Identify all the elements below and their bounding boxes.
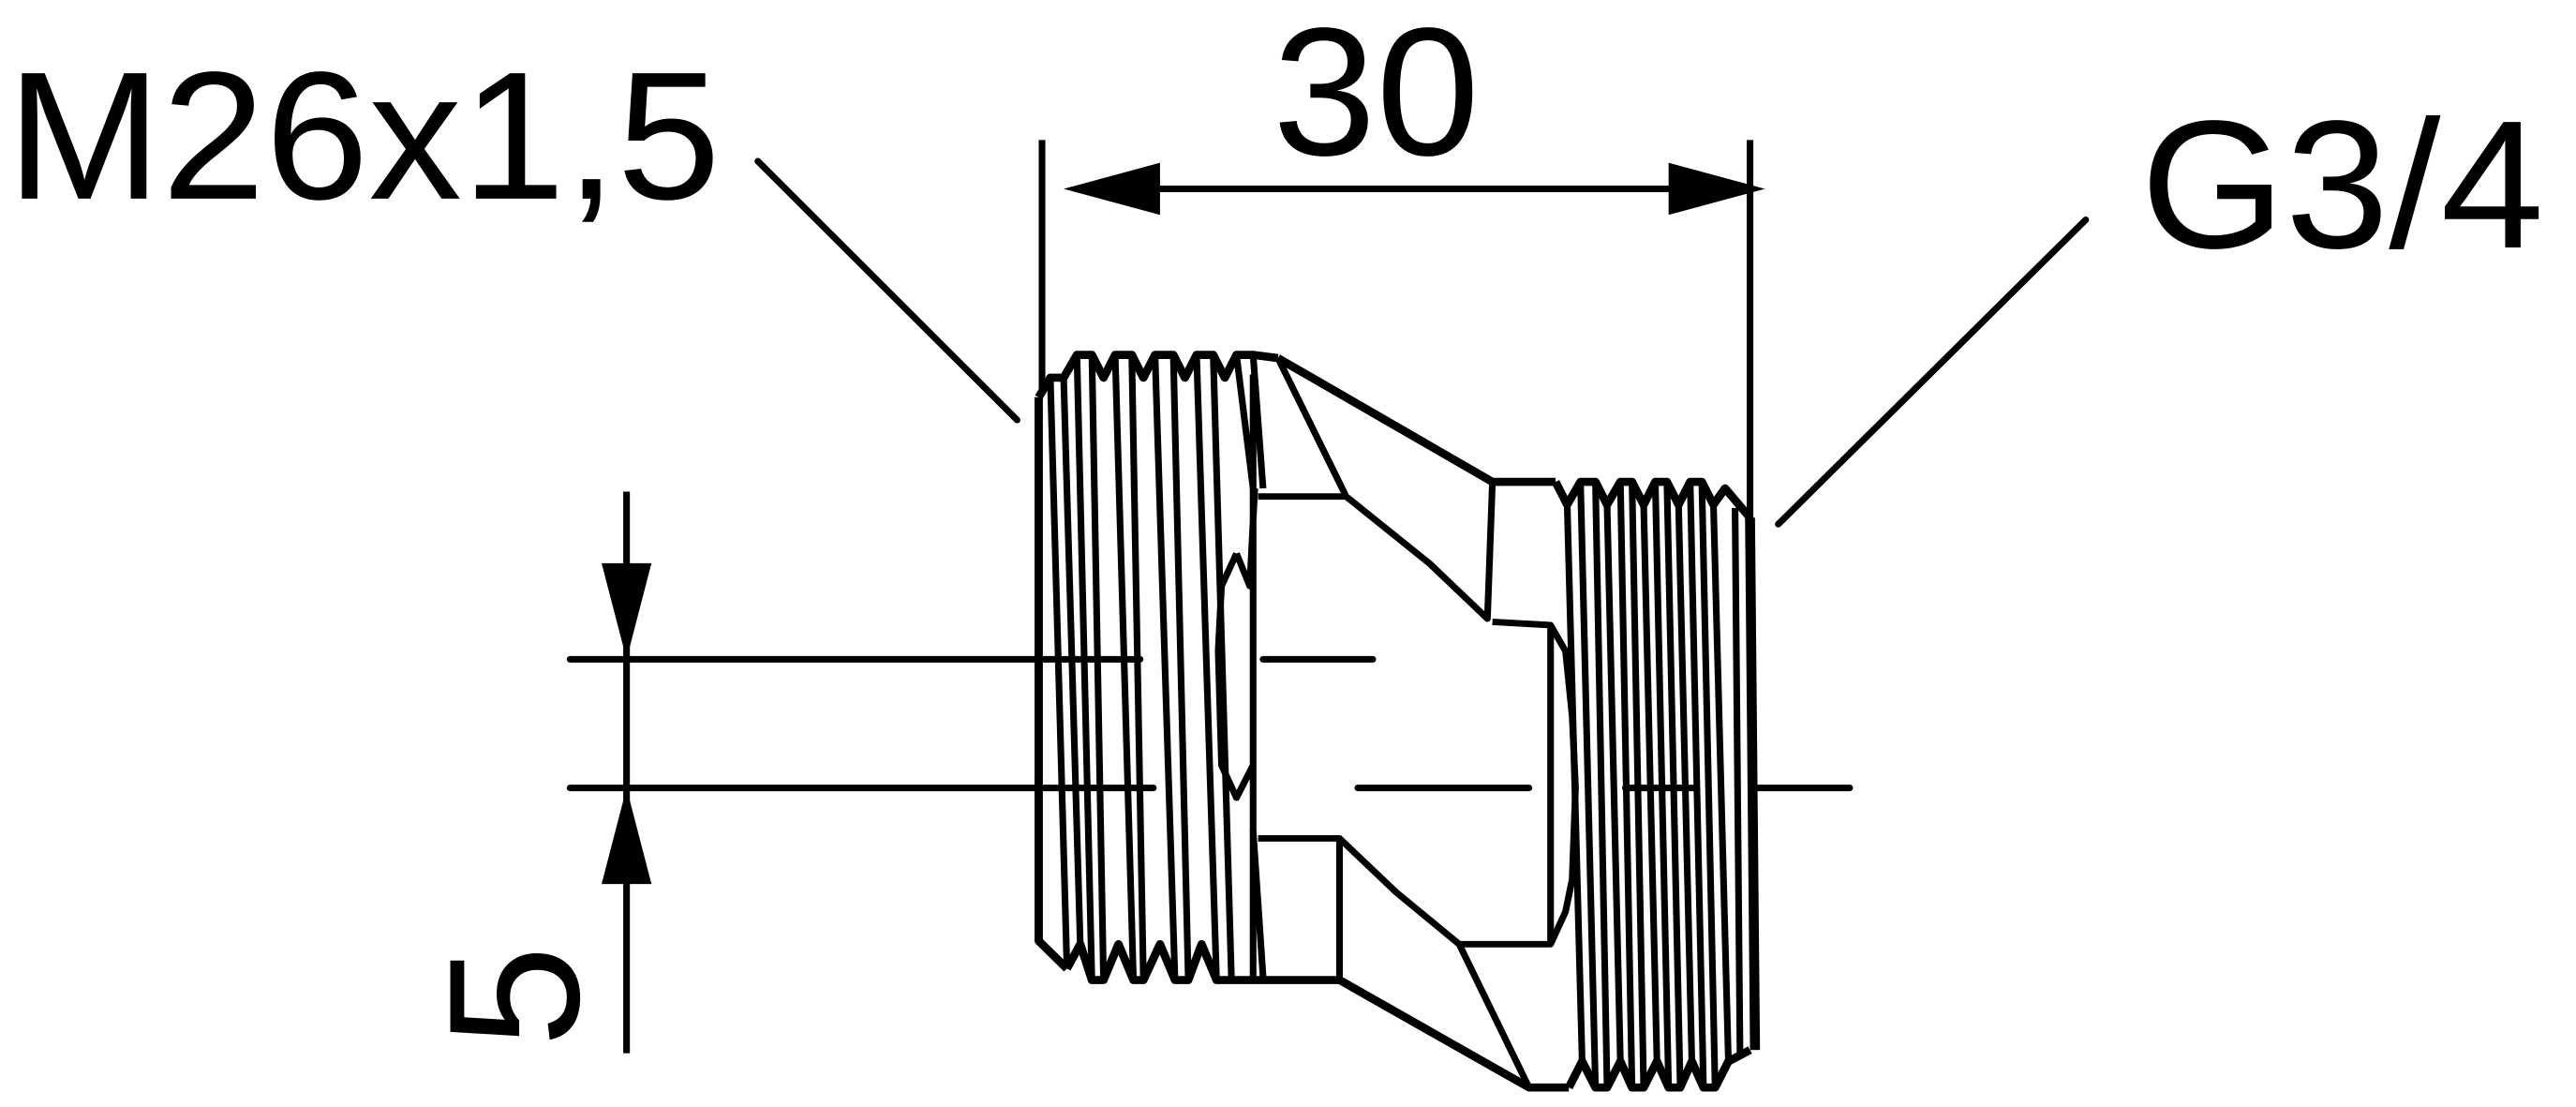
thread-label-left: M26x1,5 — [7, 34, 721, 238]
offset-dimension-value: 5 — [409, 946, 618, 1047]
length-dimension — [1038, 140, 1765, 521]
arrowhead-left — [1064, 162, 1160, 216]
length-dimension-value: 30 — [1273, 0, 1480, 194]
left-relief-groove — [1214, 374, 1258, 978]
left-thread-flank-lines — [1047, 354, 1267, 980]
left-thread-crests-bottom — [1063, 939, 1340, 984]
arrowhead-right — [1668, 162, 1765, 216]
offset-arrowhead-bottom — [602, 787, 652, 885]
offset-arrowhead-top — [602, 562, 652, 660]
leader-lines — [754, 157, 2090, 528]
right-thread-end-face — [1745, 517, 1761, 1051]
offset-dimension — [602, 491, 652, 1054]
right-thread-flank-lines — [1563, 481, 1744, 1088]
leader-line-left — [754, 157, 1020, 424]
left-thread-end — [1035, 396, 1070, 972]
thread-label-right: G3/4 — [2140, 82, 2544, 287]
right-thread-crests-top — [1552, 477, 1753, 521]
hex-collar-edges — [1258, 356, 1555, 1089]
right-thread-relief — [1547, 623, 1579, 946]
leader-line-right — [1775, 216, 2090, 528]
adapter-body — [1035, 351, 1761, 1092]
